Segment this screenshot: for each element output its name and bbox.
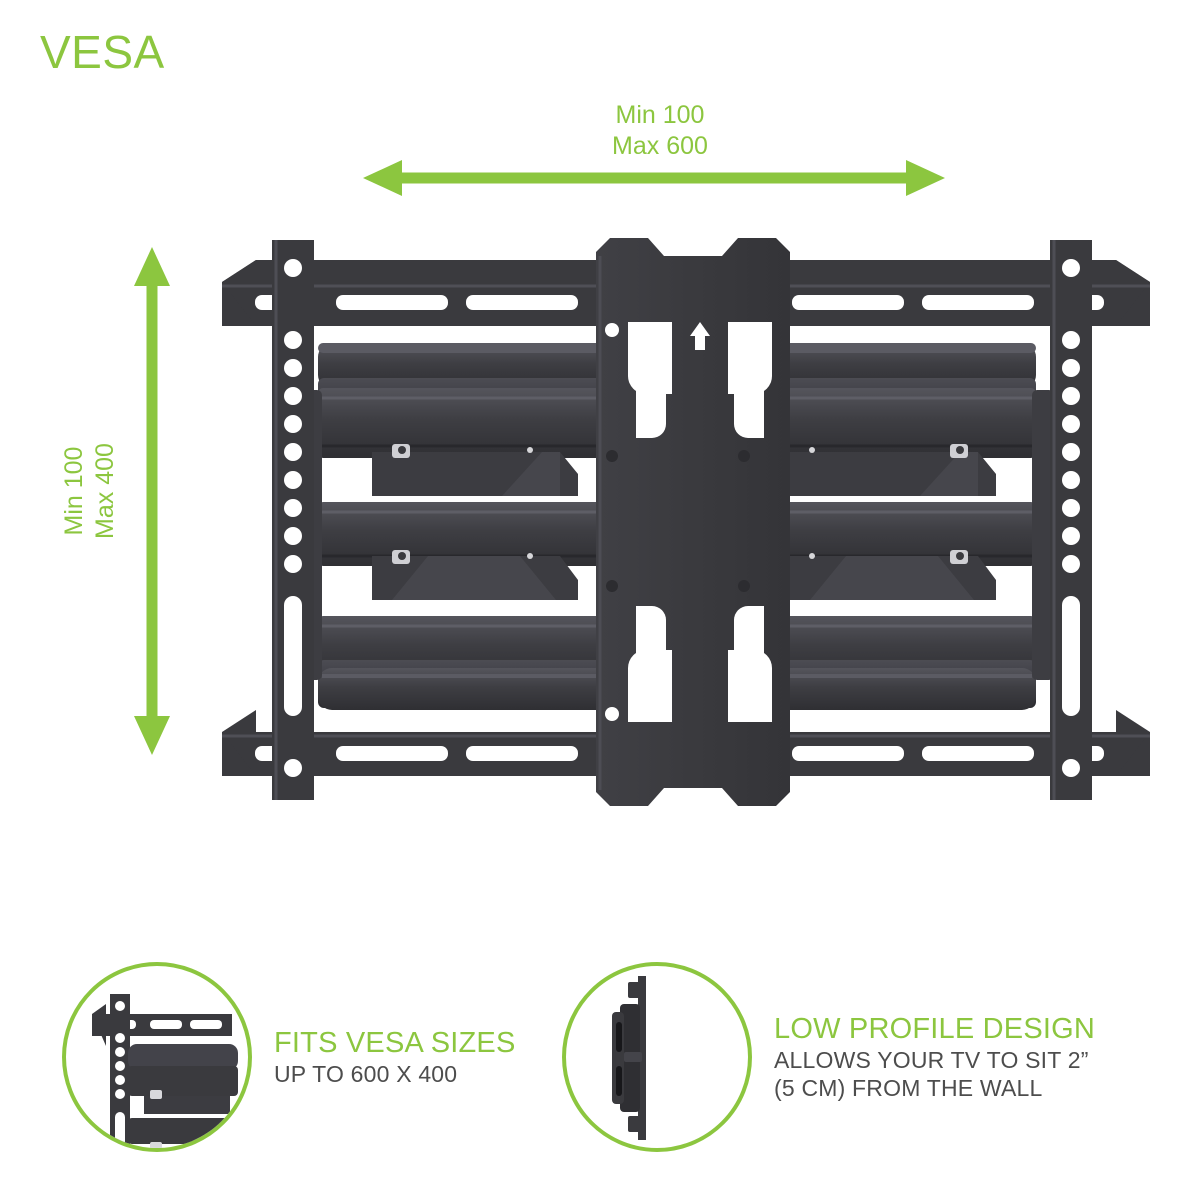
left-vertical-rail [272, 240, 314, 800]
feature-icon-circle [562, 962, 752, 1152]
feature-headline: LOW PROFILE DESIGN [774, 1013, 1096, 1045]
feature-icon-circle [62, 962, 252, 1152]
feature-subtext: UP TO 600 X 400 [274, 1061, 458, 1087]
up-arrow-icon [690, 322, 710, 350]
wall-mount-corner-detail-icon [92, 994, 238, 1148]
page-title: VESA [40, 26, 165, 78]
vertical-dimension-arrow [134, 247, 170, 755]
center-vesa-plate [596, 238, 790, 806]
feature-headline: FITS VESA SIZES [274, 1027, 516, 1059]
feature-callout-low-profile-design: LOW PROFILE DESIGN ALLOWS YOUR TV TO SIT… [562, 962, 1095, 1152]
feature-text-block: LOW PROFILE DESIGN ALLOWS YOUR TV TO SIT… [774, 1012, 1095, 1102]
feature-subtext: ALLOWS YOUR TV TO SIT 2” (5 CM) FROM THE… [774, 1047, 1089, 1101]
horizontal-dimension-arrow [363, 160, 945, 196]
wall-mount-side-profile-icon [612, 976, 646, 1140]
horizontal-dimension-label: Min 100 Max 600 [612, 101, 708, 160]
right-vertical-rail [1050, 240, 1092, 800]
feature-text-block: FITS VESA SIZES UP TO 600 X 400 [274, 1026, 516, 1088]
feature-callout-fits-vesa-sizes: FITS VESA SIZES UP TO 600 X 400 [62, 962, 516, 1152]
